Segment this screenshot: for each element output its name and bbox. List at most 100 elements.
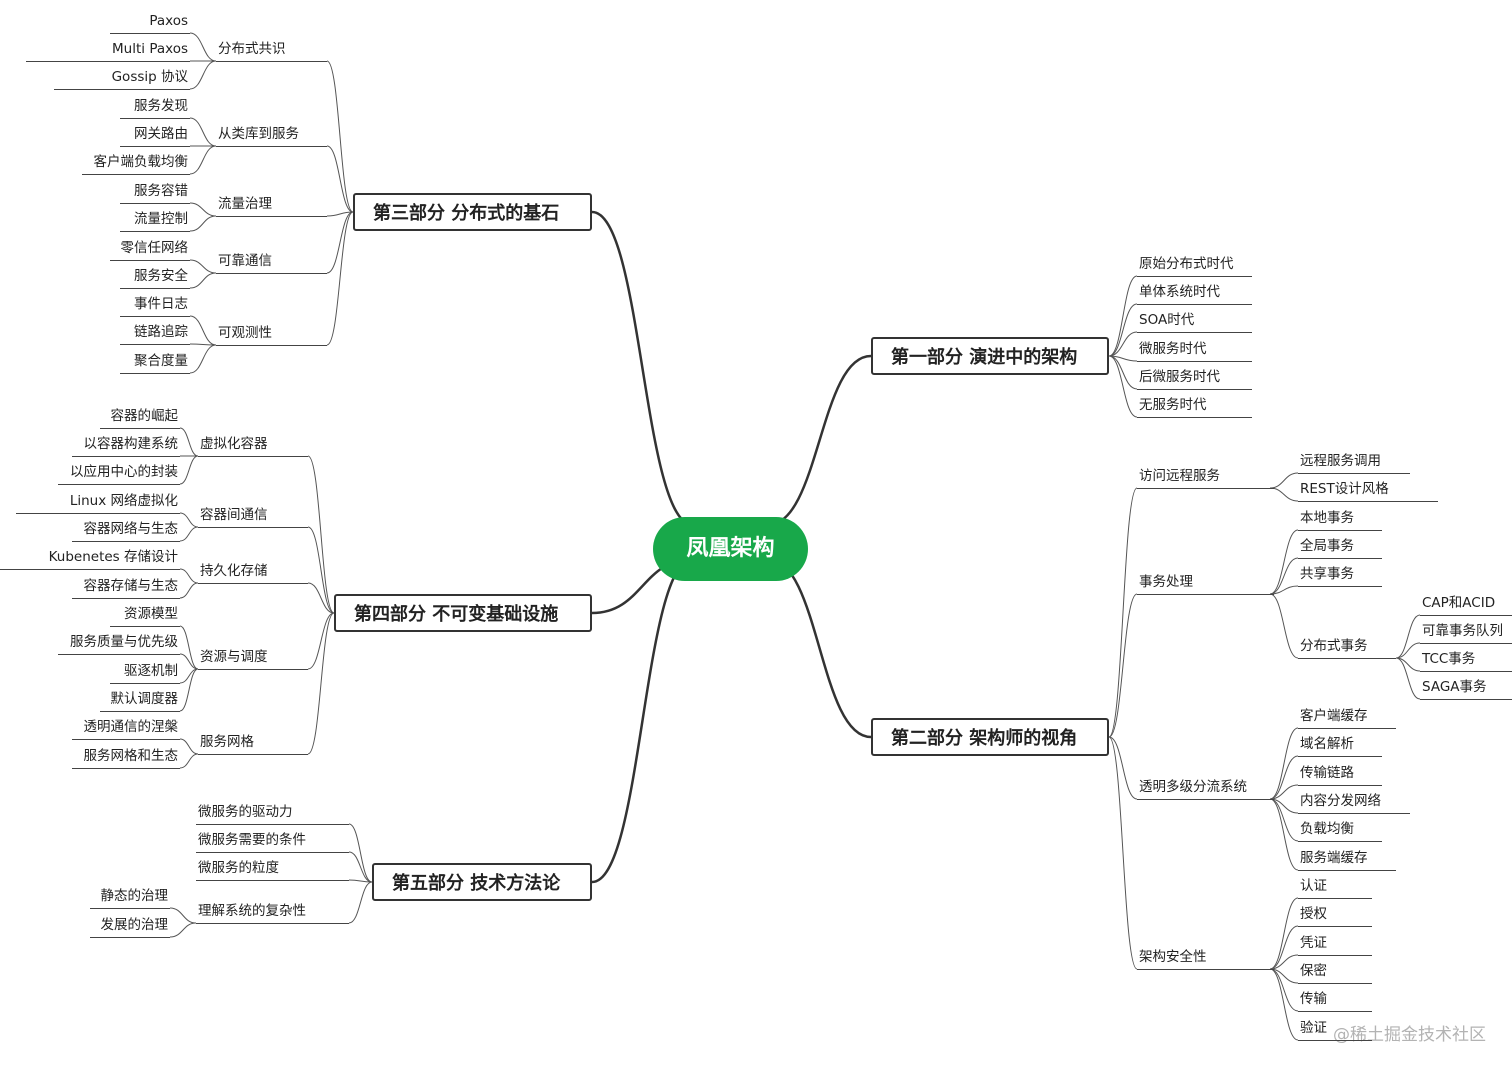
connector-line — [1269, 784, 1299, 800]
leaf-凭证[interactable]: 凭证 — [1298, 935, 1372, 956]
leaf-服务安全[interactable]: 服务安全 — [120, 268, 190, 289]
leaf-共享事务[interactable]: 共享事务 — [1298, 566, 1382, 587]
leaf-服务质量与优先级[interactable]: 服务质量与优先级 — [58, 634, 180, 655]
leaf-事件日志[interactable]: 事件日志 — [120, 296, 190, 317]
leaf-rest设计风格[interactable]: REST设计风格 — [1298, 481, 1438, 502]
leaf-流量控制[interactable]: 流量控制 — [120, 211, 190, 232]
topic-访问远程服务[interactable]: 访问远程服务 — [1137, 468, 1274, 489]
leaf-认证[interactable]: 认证 — [1298, 878, 1372, 899]
connector-line — [189, 60, 217, 90]
leaf-gossip-协议[interactable]: Gossip 协议 — [54, 69, 190, 90]
leaf-服务容错[interactable]: 服务容错 — [120, 183, 190, 204]
topic-持久化存储[interactable]: 持久化存储 — [198, 563, 308, 584]
leaf-本地事务[interactable]: 本地事务 — [1298, 510, 1382, 531]
topic-透明多级分流系统[interactable]: 透明多级分流系统 — [1137, 779, 1274, 800]
leaf-发展的治理[interactable]: 发展的治理 — [90, 917, 170, 938]
branch-left-0[interactable]: 第三部分 分布式的基石 — [353, 193, 592, 231]
leaf-saga事务[interactable]: SAGA事务 — [1420, 679, 1512, 700]
branch-right-0[interactable]: 第一部分 演进中的架构 — [871, 337, 1109, 375]
connector-line — [179, 568, 199, 584]
branch-left-2[interactable]: 第五部分 技术方法论 — [372, 863, 592, 901]
leaf-聚合度量[interactable]: 聚合度量 — [120, 353, 190, 374]
leaf-paxos[interactable]: Paxos — [110, 13, 190, 34]
connector-line — [179, 582, 199, 599]
topic-理解系统的复杂性[interactable]: 理解系统的复杂性 — [196, 903, 349, 924]
leaf-容器存储与生态[interactable]: 容器存储与生态 — [72, 578, 180, 599]
leaf-链路追踪[interactable]: 链路追踪 — [120, 324, 190, 345]
leaf-服务端缓存[interactable]: 服务端缓存 — [1298, 850, 1396, 871]
connector-line — [189, 215, 217, 232]
leaf-资源模型[interactable]: 资源模型 — [110, 606, 180, 627]
leaf-服务网格和生态[interactable]: 服务网格和生态 — [72, 748, 180, 769]
connector-line — [1108, 355, 1138, 418]
root-node[interactable]: 凤凰架构 — [653, 517, 808, 581]
leaf-负载均衡[interactable]: 负载均衡 — [1298, 821, 1382, 842]
leaf-客户端负载均衡[interactable]: 客户端负载均衡 — [82, 154, 190, 175]
connector-line — [1108, 275, 1138, 357]
connector-line — [1108, 736, 1138, 800]
topic-分布式共识[interactable]: 分布式共识 — [216, 41, 327, 62]
topic-服务网格[interactable]: 服务网格 — [198, 734, 308, 755]
leaf-验证[interactable]: 验证 — [1298, 1020, 1372, 1041]
leaf-授权[interactable]: 授权 — [1298, 906, 1372, 927]
leaf-透明通信的涅槃[interactable]: 透明通信的涅槃 — [72, 719, 180, 740]
topic-微服务的粒度[interactable]: 微服务的粒度 — [196, 860, 349, 881]
leaf-驱逐机制[interactable]: 驱逐机制 — [110, 663, 180, 684]
connector-line — [1395, 657, 1421, 700]
topic-可观测性[interactable]: 可观测性 — [216, 325, 327, 346]
topic-从类库到服务[interactable]: 从类库到服务 — [216, 126, 327, 147]
topic-事务处理[interactable]: 事务处理 — [1137, 574, 1274, 595]
connector-line — [1269, 798, 1299, 871]
leaf-全局事务[interactable]: 全局事务 — [1298, 538, 1382, 559]
topic-微服务的驱动力[interactable]: 微服务的驱动力 — [196, 804, 349, 825]
topic-架构安全性[interactable]: 架构安全性 — [1137, 949, 1274, 970]
connector-line — [179, 427, 199, 457]
topic-资源与调度[interactable]: 资源与调度 — [198, 649, 308, 670]
topic-原始分布式时代[interactable]: 原始分布式时代 — [1137, 256, 1252, 277]
leaf-multi-paxos[interactable]: Multi Paxos — [26, 41, 190, 62]
leaf-cap和acid[interactable]: CAP和ACID — [1420, 595, 1512, 616]
connector-line — [1108, 303, 1138, 357]
leaf-可靠事务队列[interactable]: 可靠事务队列 — [1420, 623, 1512, 644]
leaf-以容器构建系统[interactable]: 以容器构建系统 — [72, 436, 180, 457]
topic-后微服务时代[interactable]: 后微服务时代 — [1137, 369, 1252, 390]
topic-soa时代[interactable]: SOA时代 — [1137, 312, 1252, 333]
topic-微服务需要的条件[interactable]: 微服务需要的条件 — [196, 832, 349, 853]
leaf-域名解析[interactable]: 域名解析 — [1298, 736, 1382, 757]
topic-虚拟化容器[interactable]: 虚拟化容器 — [198, 436, 308, 457]
leaf-容器网络与生态[interactable]: 容器网络与生态 — [72, 521, 180, 542]
leaf-默认调度器[interactable]: 默认调度器 — [100, 691, 180, 712]
leaf-零信任网络[interactable]: 零信任网络 — [110, 240, 190, 261]
leaf-远程服务调用[interactable]: 远程服务调用 — [1298, 453, 1410, 474]
branch-left-1[interactable]: 第四部分 不可变基础设施 — [334, 594, 592, 632]
topic-单体系统时代[interactable]: 单体系统时代 — [1137, 284, 1252, 305]
leaf-linux-网络虚拟化[interactable]: Linux 网络虚拟化 — [16, 493, 180, 514]
leaf-容器的崛起[interactable]: 容器的崛起 — [100, 408, 180, 429]
leaf-传输链路[interactable]: 传输链路 — [1298, 765, 1382, 786]
connector-line — [189, 315, 217, 346]
leaf-内容分发网络[interactable]: 内容分发网络 — [1298, 793, 1410, 814]
connector-line — [179, 753, 199, 769]
leaf-以应用中心的封装[interactable]: 以应用中心的封装 — [58, 464, 180, 485]
connector-line — [169, 922, 197, 938]
leaf-保密[interactable]: 保密 — [1298, 963, 1372, 984]
connector-line — [179, 512, 199, 528]
topic-流量治理[interactable]: 流量治理 — [216, 196, 327, 217]
topic-无服务时代[interactable]: 无服务时代 — [1137, 397, 1252, 418]
leaf-tcc事务[interactable]: TCC事务 — [1420, 651, 1512, 672]
leaf-传输[interactable]: 传输 — [1298, 991, 1372, 1012]
leaf-网关路由[interactable]: 网关路由 — [120, 126, 190, 147]
connector-line — [1269, 897, 1299, 970]
connector-line — [179, 455, 199, 485]
connector-line — [1269, 557, 1299, 595]
topic-微服务时代[interactable]: 微服务时代 — [1137, 341, 1252, 362]
topic-可靠通信[interactable]: 可靠通信 — [216, 253, 327, 274]
branch-right-1[interactable]: 第二部分 架构师的视角 — [871, 718, 1109, 756]
connector-line — [1108, 736, 1138, 970]
leaf-客户端缓存[interactable]: 客户端缓存 — [1298, 708, 1396, 729]
leaf-kubenetes-存储设计[interactable]: Kubenetes 存储设计 — [0, 549, 180, 570]
leaf-分布式事务[interactable]: 分布式事务 — [1298, 638, 1396, 659]
topic-容器间通信[interactable]: 容器间通信 — [198, 507, 308, 528]
leaf-服务发现[interactable]: 服务发现 — [120, 98, 190, 119]
leaf-静态的治理[interactable]: 静态的治理 — [90, 888, 170, 909]
